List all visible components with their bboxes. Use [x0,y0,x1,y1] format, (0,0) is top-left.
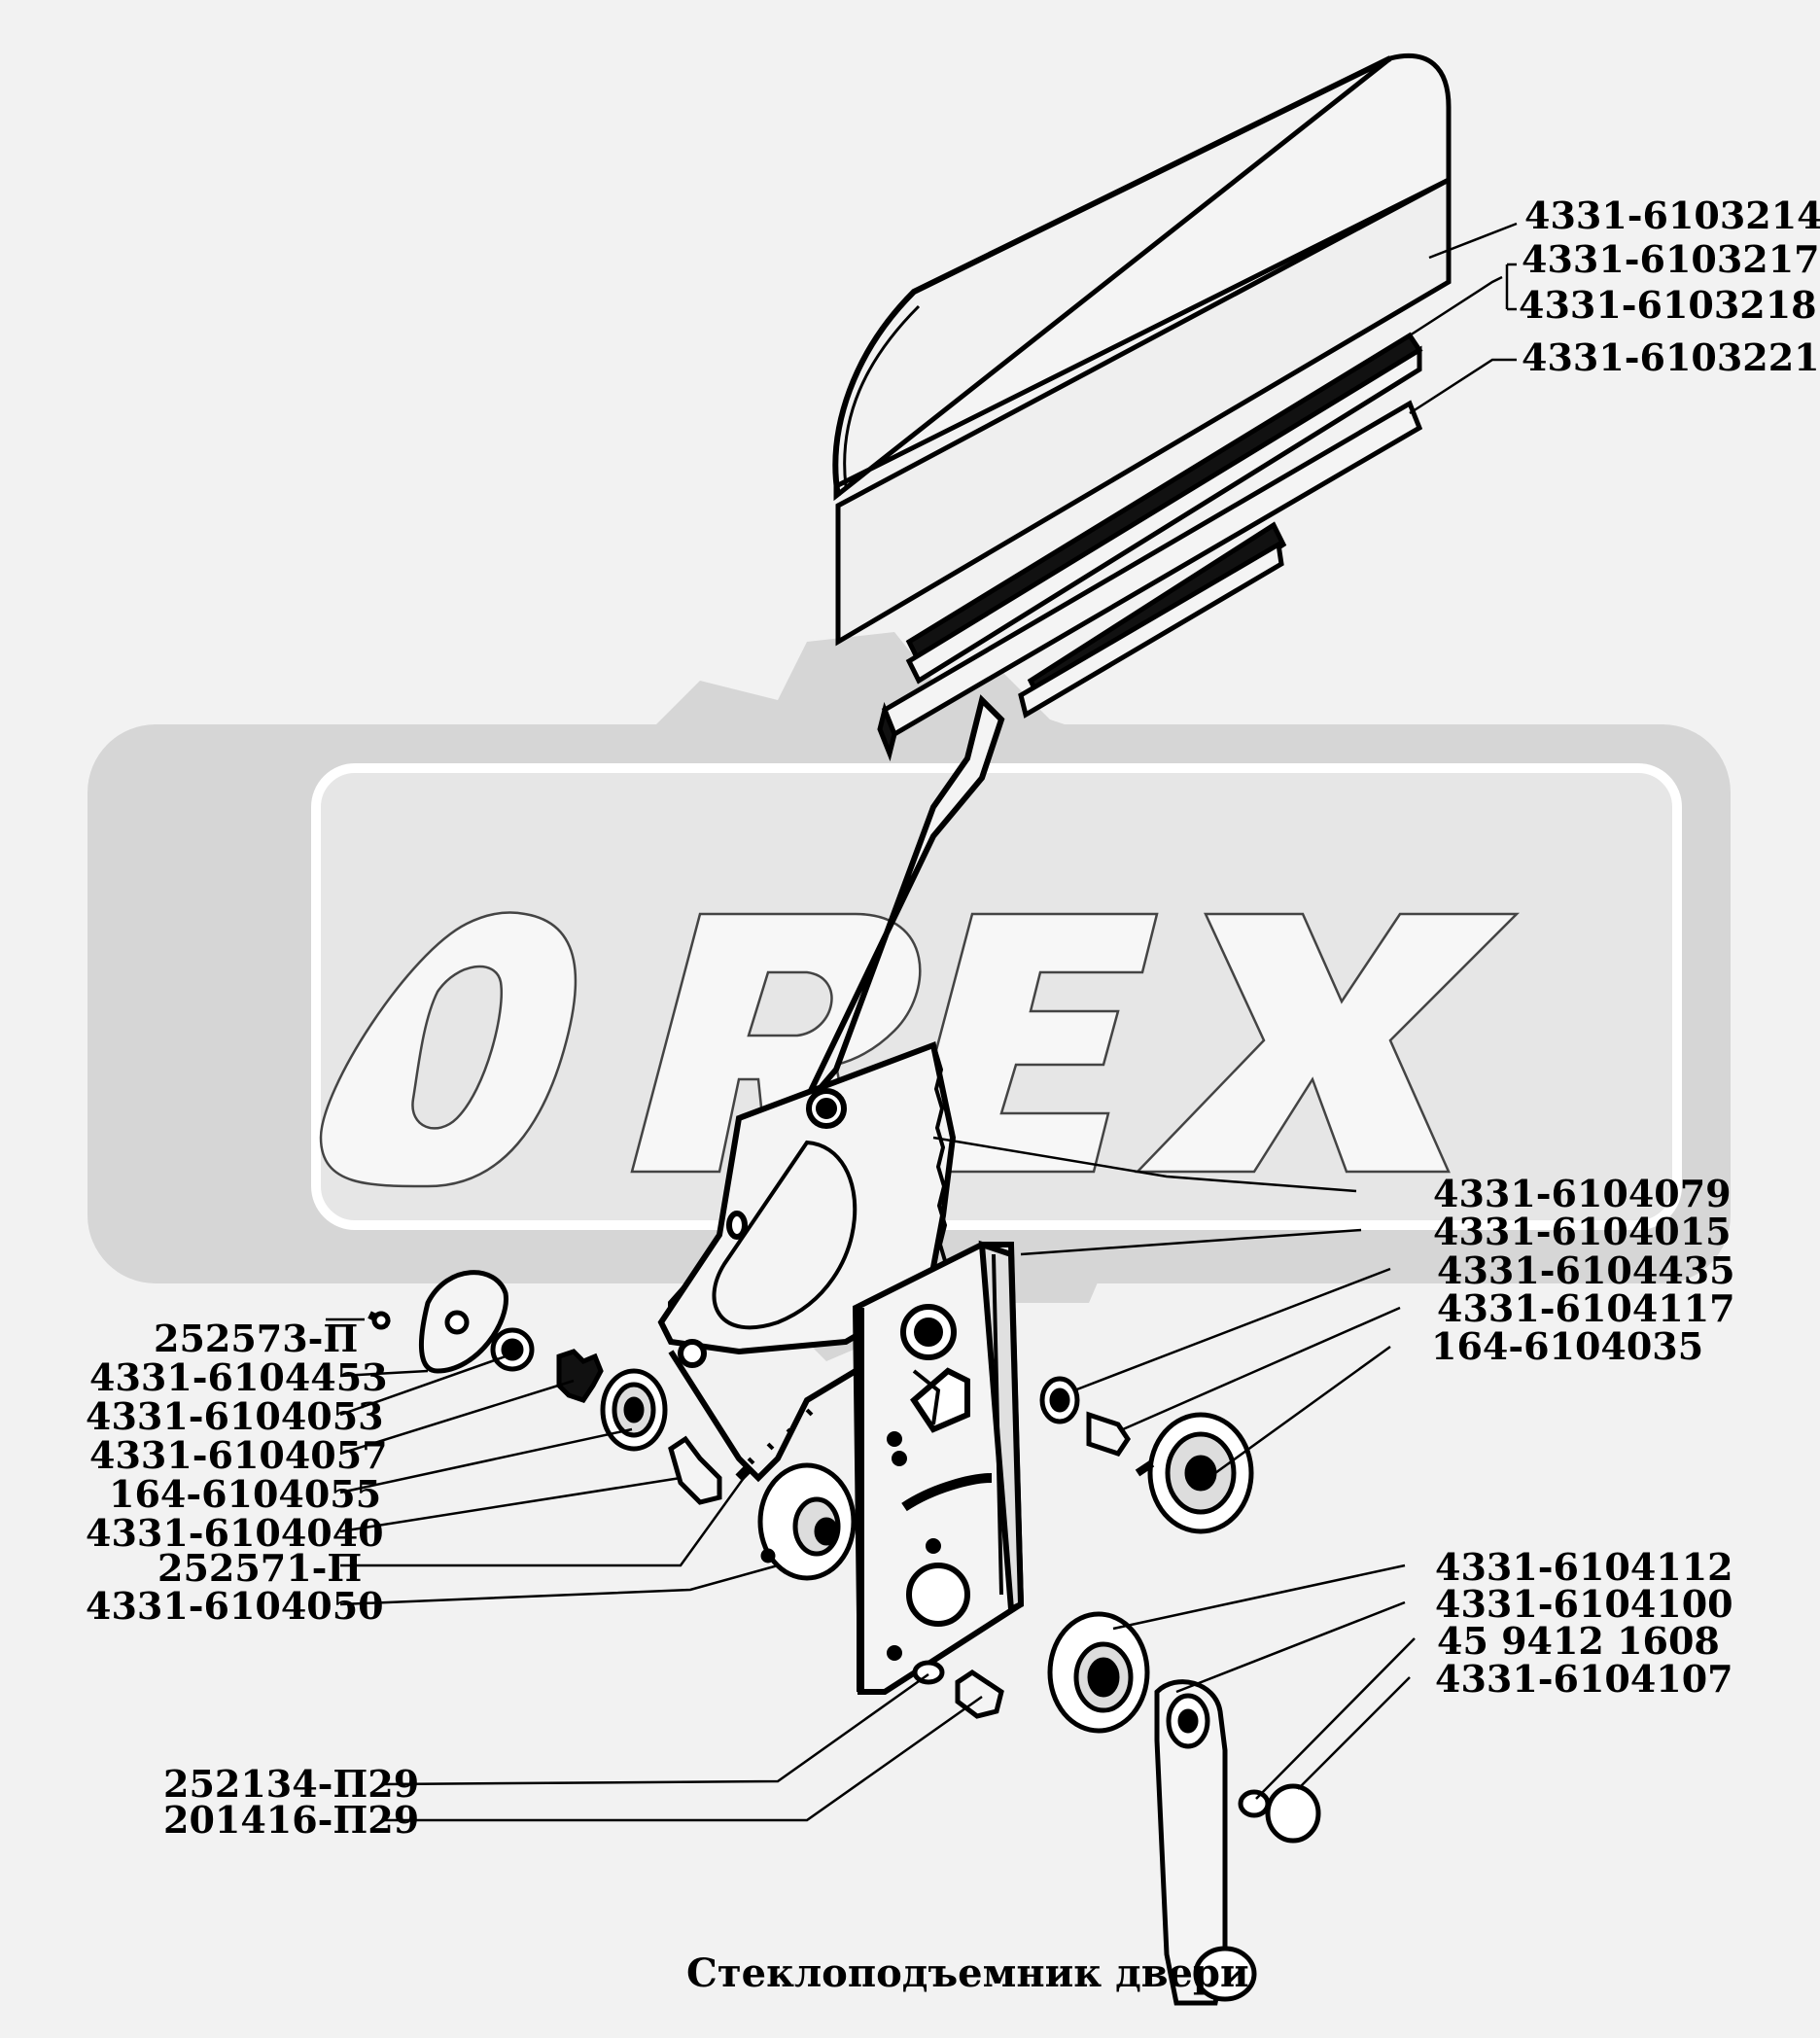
leader-6103214 [1428,222,1518,260]
leader-164-6104035 [1214,1345,1391,1475]
label-252571-p: 252571-П [158,1546,363,1590]
leader-6104435 [1073,1267,1391,1392]
diagram-caption: Стеклоподъемник двери [686,1950,1249,1996]
leader-6104057 [339,1379,575,1456]
label-4331-6103217: 4331-6103217 [1522,237,1820,281]
label-4331-6103214: 4331-6103214 [1524,193,1820,237]
leader-6104112 [1112,1564,1406,1631]
leader-6103217 [1409,275,1503,337]
label-4331-6104053: 4331-6104053 [86,1394,384,1438]
parts-right [912,1376,1321,2006]
leader-252571 [340,1477,746,1567]
parts-left [368,1270,857,1581]
watermark-letters [319,911,1521,1188]
part-shaft [668,1435,722,1505]
leader-6104107 [1297,1676,1411,1790]
label-4331-6104050: 4331-6104050 [86,1584,384,1628]
leader-164-6104055 [339,1427,633,1494]
window-glass [832,53,1452,647]
label-4331-6104117: 4331-6104117 [1437,1286,1735,1330]
leader-252134 [383,1672,929,1786]
leader-6104053 [339,1354,507,1417]
label-252573-p: 252573-П [154,1317,359,1360]
label-45-9412-1608: 45 9412 1608 [1437,1619,1720,1663]
leader-6104453 [339,1369,429,1378]
part-nut [1238,1789,1271,1818]
leader-6104100 [1175,1600,1406,1694]
leader-6103221 [1409,358,1517,415]
leader-6104040 [339,1476,682,1533]
leader-lines [326,222,1518,1822]
base-plate [852,1240,1025,1695]
leader-45-9412 [1255,1637,1416,1800]
label-164-6104035: 164-6104035 [1431,1324,1704,1368]
label-4331-6104057: 4331-6104057 [89,1433,388,1477]
leader-6104015 [1020,1228,1362,1256]
label-252134-p29: 252134-П29 [163,1762,420,1806]
leader-201416 [384,1695,983,1822]
part-pin-252571 [735,1464,752,1482]
label-4331-6103218: 4331-6103218 [1519,283,1817,327]
label-4331-6104112: 4331-6104112 [1435,1545,1733,1589]
part-pinion-gear [556,1349,604,1403]
label-4331-6104100: 4331-6104100 [1435,1582,1733,1626]
leader-6104050 [339,1564,779,1606]
leader-6104079 [932,1136,1357,1193]
label-4331-6103221: 4331-6103221 [1522,335,1820,379]
glass-seal-strip [905,332,1423,685]
part-knob [1265,1783,1321,1844]
leader-6104117 [1122,1306,1401,1431]
leader-bracket [1505,263,1517,311]
sector-gear [657,1040,957,1368]
label-4331-6104040: 4331-6104040 [86,1511,384,1555]
label-4331-6104107: 4331-6104107 [1435,1657,1733,1701]
label-4331-6104079: 4331-6104079 [1433,1172,1732,1215]
part-crank-handle [1154,1679,1228,2006]
label-4331-6104435: 4331-6104435 [1437,1248,1735,1292]
label-4331-6104453: 4331-6104453 [89,1355,388,1399]
label-164-6104055: 164-6104055 [109,1472,382,1516]
label-4331-6104015: 4331-6104015 [1433,1210,1732,1253]
glass-lower-channel [877,400,1423,762]
part-washer [912,1660,945,1685]
label-201416-p29: 201416-П29 [163,1798,420,1842]
part-axle-pin [1086,1411,1132,1457]
